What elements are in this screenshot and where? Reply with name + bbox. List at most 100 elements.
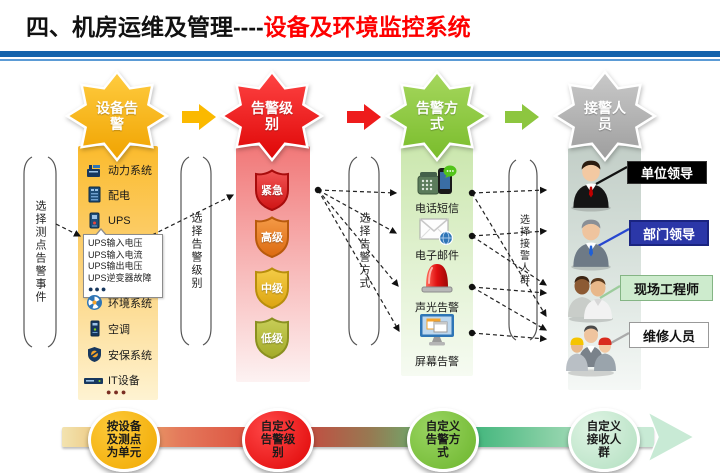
list-item: 安保系统 bbox=[86, 346, 152, 363]
sound-light-alarm-icon bbox=[421, 264, 453, 293]
page-title: 四、机房运维及管理----设备及环境监控系统 bbox=[26, 8, 471, 42]
list-item: UPS bbox=[86, 212, 131, 229]
list-item-label: 声光告警 bbox=[415, 302, 459, 314]
step-label: 群 bbox=[598, 446, 610, 459]
bottom-step-level: 自定义 告警级 别 bbox=[242, 408, 314, 472]
badge-label: 员 bbox=[598, 116, 612, 132]
phone-sms-icon bbox=[417, 165, 457, 195]
bottom-arrow-icon bbox=[646, 410, 696, 464]
badge-label: 式 bbox=[430, 116, 444, 132]
badge-label: 接警人 bbox=[584, 100, 626, 116]
person-label-department-leader: 部门领导 bbox=[629, 220, 709, 246]
badge-equipment-alarm: 设备告警 bbox=[61, 66, 173, 166]
badge-label: 别 bbox=[265, 116, 279, 132]
step-label: 自定义 bbox=[586, 420, 622, 433]
list-item bbox=[402, 313, 472, 349]
starburst-icon bbox=[219, 69, 325, 163]
screen-alarm-icon bbox=[420, 314, 454, 346]
arrow-3-icon bbox=[505, 104, 539, 130]
arrow-1-icon bbox=[182, 104, 216, 130]
step-label: 自定义 bbox=[425, 420, 461, 433]
callout-ellipsis: ●●● bbox=[88, 284, 108, 294]
shield-medium: 中级 bbox=[254, 267, 290, 309]
step-label: 式 bbox=[437, 446, 449, 459]
arrow-2-icon bbox=[347, 104, 381, 130]
bracket-label-select-points: 选择测点告警事件 bbox=[34, 200, 46, 304]
badge-label: 告警级 bbox=[251, 100, 293, 116]
badge-alarm-receiver: 接警人员 bbox=[549, 66, 661, 166]
callout-line: UPS输出电压 bbox=[88, 261, 143, 271]
list-item-label: 安保系统 bbox=[108, 349, 152, 362]
ups-icon bbox=[89, 212, 100, 229]
maintenance-staff-icon bbox=[566, 325, 616, 377]
starburst-icon bbox=[552, 69, 658, 163]
badge-label: 设备告 bbox=[96, 100, 138, 116]
bracket-label-select-receiver: 选择接警人群 bbox=[517, 214, 529, 286]
it-device-icon bbox=[84, 377, 103, 384]
person-label-maintenance-staff: 维修人员 bbox=[629, 322, 709, 348]
list-item: 配电 bbox=[86, 186, 130, 203]
bottom-step-receiver: 自定义 接收人 群 bbox=[568, 408, 640, 472]
step-label: 及测点 bbox=[106, 433, 142, 446]
list-item-label: 电话短信 bbox=[415, 203, 459, 215]
list-item-label: 电子邮件 bbox=[415, 250, 459, 262]
distribution-icon bbox=[88, 186, 101, 203]
list-item: 空调 bbox=[86, 320, 130, 337]
page-title-accent: 设备及环境监控系统 bbox=[263, 14, 471, 40]
step-label: 自定义 bbox=[260, 420, 296, 433]
email-icon bbox=[419, 218, 454, 246]
list-item-label: 配电 bbox=[108, 189, 130, 202]
person-label-site-engineer: 现场工程师 bbox=[620, 275, 713, 301]
air-conditioner-icon bbox=[90, 320, 100, 337]
bracket-label-select-method: 选择告警方式 bbox=[358, 212, 370, 290]
starburst-icon bbox=[384, 69, 490, 163]
more-items-ellipsis: ●●● bbox=[106, 387, 129, 397]
bracket-label-select-level: 选择告警级别 bbox=[190, 212, 202, 290]
page-title-main: 四、机房运维及管理---- bbox=[26, 14, 264, 40]
starburst-icon bbox=[64, 69, 170, 163]
list-item-label: 空调 bbox=[108, 323, 130, 336]
step-label: 告警方 bbox=[425, 433, 461, 446]
shield-high: 高级 bbox=[254, 216, 290, 258]
unit-leader-icon bbox=[571, 160, 611, 212]
environment-icon bbox=[87, 295, 102, 310]
shield-label: 中级 bbox=[261, 283, 283, 295]
badge-label: 告警方 bbox=[416, 100, 458, 116]
shield-label: 高级 bbox=[261, 232, 283, 244]
header-rule-light bbox=[0, 59, 720, 61]
list-item-label: IT设备 bbox=[108, 375, 140, 387]
list-item bbox=[402, 164, 472, 198]
dashed-links bbox=[55, 186, 548, 343]
list-item-label: UPS bbox=[108, 214, 131, 227]
bottom-gradient-bar bbox=[62, 427, 654, 447]
step-label: 告警级 bbox=[260, 433, 296, 446]
header-rule-dark bbox=[0, 51, 720, 57]
callout-line: UPS输入电压 bbox=[88, 238, 143, 248]
shield-low: 低级 bbox=[254, 317, 290, 359]
step-label: 接收人 bbox=[586, 433, 622, 446]
power-system-icon bbox=[87, 164, 100, 177]
step-label: 别 bbox=[272, 446, 284, 459]
step-label: 按设备 bbox=[106, 420, 142, 433]
bottom-step-unit: 按设备 及测点 为单元 bbox=[88, 408, 160, 472]
badge-label: 警 bbox=[110, 116, 124, 132]
shield-label: 紧急 bbox=[261, 185, 283, 197]
badge-alarm-method: 告警方式 bbox=[381, 66, 493, 166]
department-leader-icon bbox=[571, 219, 611, 271]
bottom-step-method: 自定义 告警方 式 bbox=[407, 408, 479, 472]
security-icon bbox=[88, 347, 101, 362]
bracket-shapes bbox=[23, 156, 538, 348]
ups-points-callout: UPS输入电压 UPS输入电流 UPS输出电压 UPS逆变器故障 ●●● bbox=[83, 228, 163, 298]
list-item-label: 环境系统 bbox=[108, 297, 152, 310]
shield-label: 低级 bbox=[261, 333, 283, 345]
callout-line: UPS逆变器故障 bbox=[88, 272, 152, 283]
site-engineer-icon bbox=[568, 276, 613, 323]
list-item bbox=[402, 261, 472, 295]
list-item-label: 屏幕告警 bbox=[415, 356, 459, 368]
callout-line: UPS输入电流 bbox=[88, 249, 143, 260]
list-item: 环境系统 bbox=[86, 294, 152, 311]
badge-alarm-level: 告警级别 bbox=[216, 66, 328, 166]
person-label-unit-leader: 单位领导 bbox=[627, 161, 707, 184]
